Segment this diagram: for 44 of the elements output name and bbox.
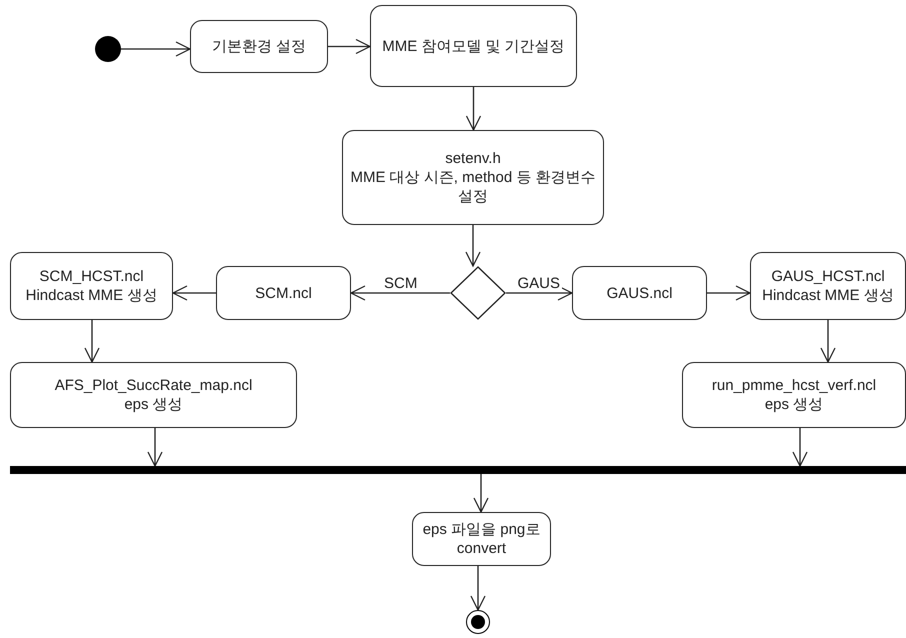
action-text: eps 생성 — [123, 395, 184, 414]
action-text: 기본환경 설정 — [210, 37, 308, 56]
action-text: setenv.h — [444, 149, 502, 168]
action-box — [572, 266, 707, 320]
action-box — [216, 266, 351, 320]
action-text: MME 참여모델 및 기간설정 — [381, 36, 566, 56]
arrow — [470, 566, 486, 611]
action-text: SCM_HCST.ncl — [38, 267, 145, 286]
decision-diamond — [450, 266, 506, 320]
action-box — [10, 252, 173, 320]
end-dot — [466, 610, 490, 634]
action-text: Hindcast MME 생성 — [761, 286, 895, 305]
action-box — [682, 362, 906, 428]
action-box — [342, 130, 604, 225]
arrow — [465, 225, 481, 267]
action-text: AFS_Plot_SuccRate_map.ncl — [54, 376, 254, 395]
arrow — [350, 285, 450, 301]
arrow — [147, 428, 163, 467]
action-box — [412, 512, 551, 566]
action-box — [190, 20, 328, 73]
action-box — [750, 252, 906, 320]
arrow — [172, 285, 216, 301]
arrow — [792, 428, 808, 467]
arrow — [820, 320, 836, 363]
action-text: MME 대상 시즌, method 등 환경변수 설정 — [349, 168, 597, 206]
action-text: run_pmme_hcst_verf.ncl — [710, 376, 878, 395]
start-dot — [95, 36, 121, 62]
action-text: eps 생성 — [764, 395, 824, 414]
arrow — [707, 285, 751, 301]
arrow — [473, 474, 489, 513]
action-text: GAUS.ncl — [606, 284, 674, 302]
sync-bar — [10, 466, 906, 474]
action-box — [370, 5, 577, 87]
arrow — [506, 285, 573, 301]
action-text: SCM.ncl — [254, 284, 313, 302]
edge-label: GAUS — [516, 275, 562, 292]
arrow — [328, 38, 371, 54]
arrow — [466, 87, 482, 131]
action-text: eps 파일을 png로 convert — [422, 520, 542, 558]
action-box — [10, 362, 297, 428]
action-text: GAUS_HCST.ncl — [770, 267, 886, 286]
action-text: Hindcast MME 생성 — [24, 286, 158, 305]
arrow — [121, 41, 191, 57]
arrow — [84, 320, 100, 363]
